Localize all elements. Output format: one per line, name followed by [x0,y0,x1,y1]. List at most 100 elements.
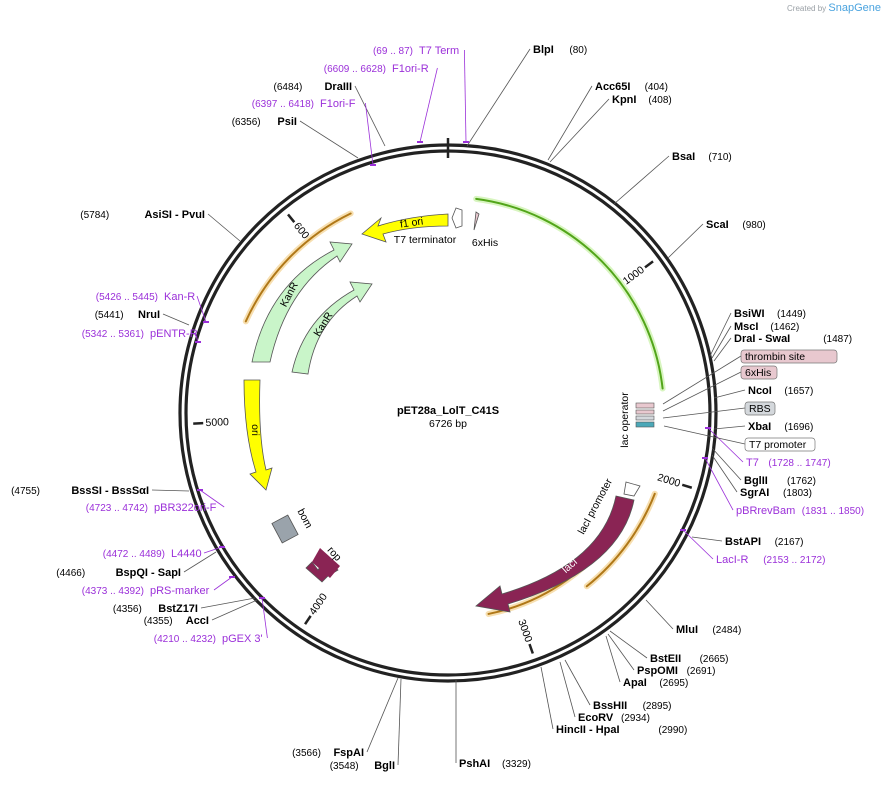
enzyme-site[interactable]: FspAI(3566) [292,678,398,759]
enzyme-position: (408) [648,95,671,106]
t7-terminator-label: T7 terminator [394,234,457,246]
enzyme-position: (2167) [775,537,804,548]
enzyme-name: BglII [744,475,768,487]
enzyme-site[interactable]: BstAPI(2167) [692,536,804,548]
kanr-arrow-inner[interactable] [292,282,372,374]
primer-leader [683,530,713,559]
primer-name: LacI-R [716,554,748,566]
enzyme-site[interactable]: BsaI(710) [614,151,732,204]
enzyme-leader [541,667,553,729]
enzyme-position: (6356) [232,117,261,128]
thrombin-site-box[interactable] [636,403,654,408]
enzyme-position: (5441) [95,310,124,321]
enzyme-leader [355,86,385,146]
enzyme-position: (2895) [643,701,672,712]
enzyme-position: (5784) [80,210,109,221]
tick-mark [305,616,311,624]
his-tag-box[interactable] [636,410,654,414]
primer-position: (5426 .. 5445) [96,292,158,303]
enzyme-name: BspQI - SapI [116,567,181,579]
enzyme-name: NruI [138,309,160,321]
primer-site[interactable]: pENTR-R(5342 .. 5361) [82,328,201,342]
primer-position: (4723 .. 4742) [86,503,148,514]
enzyme-site[interactable]: AsiSI - PvuI (5784) [80,209,240,241]
enzyme-name: FspAI [333,747,364,759]
enzyme-leader [208,214,240,241]
tick-mark [682,485,692,488]
enzyme-leader [606,636,620,682]
feature-callout-text: thrombin site [745,351,805,363]
enzyme-site[interactable]: MluI(2484) [646,600,741,636]
enzyme-leader [710,313,731,356]
bom-box[interactable] [272,515,298,543]
primer-leader [214,577,232,590]
enzyme-name: BlpI [533,44,554,56]
enzyme-site[interactable]: Acc65I (404) [548,81,668,160]
enzyme-name: MluI [676,624,698,636]
feature-callout-text: RBS [749,403,771,415]
enzyme-site[interactable]: NcoI (1657) [714,385,813,398]
enzyme-name: BstEII [650,653,681,665]
enzyme-position: (1449) [777,309,806,320]
enzyme-name: DraI - SwaI [734,333,790,345]
feature-callout[interactable]: RBS [663,402,775,418]
primer-site[interactable]: pRS-marker(4373 .. 4392) [82,577,235,597]
enzyme-name: HincII - HpaI [556,724,620,736]
laci-arrow[interactable] [476,496,634,612]
enzyme-site[interactable]: BstEII(2665) [610,631,729,665]
lac-operator-box[interactable] [636,422,654,427]
primer-site[interactable]: F1ori-F(6397 .. 6418) [252,98,376,165]
t7-terminator-arrow[interactable] [452,208,462,228]
enzyme-name: PshAI [459,758,490,770]
enzyme-site[interactable]: BlpI(80) [467,44,587,146]
tick-mark [645,261,653,267]
enzyme-site[interactable]: ScaI(980) [668,219,766,258]
primer-position: (1728 .. 1747) [768,458,830,469]
enzyme-position: (2691) [687,666,716,677]
enzyme-position: (1657) [784,386,813,397]
enzyme-leader [548,86,592,160]
enzyme-position: (404) [645,82,668,93]
enzyme-site[interactable]: BssSI - BssSαI(4755) [11,485,189,497]
enzyme-leader [163,314,189,325]
enzyme-name: AsiSI - PvuI [144,209,205,221]
primer-position: (69 .. 87) [373,46,413,57]
enzyme-leader [565,660,590,705]
enzyme-position: (1762) [787,476,816,487]
brand-prefix: Created by [787,4,826,13]
enzyme-leader [152,490,189,491]
enzyme-name: Acc65I [595,81,630,93]
enzyme-position: (4755) [11,486,40,497]
laci-promoter-arrow[interactable] [624,482,640,496]
plasmid-name: pET28a_LolT_C41S [397,405,499,417]
enzyme-site[interactable]: KpnI(408) [550,94,672,162]
enzyme-site[interactable]: DraIII(6484) [273,81,385,146]
enzyme-name: NcoI [748,385,772,397]
feature-callout-leader [664,426,745,444]
feature-callout-leader [663,408,745,418]
enzyme-position: (4355) [144,616,173,627]
primer-name: T7 [746,457,759,469]
enzyme-name: AccI [186,615,209,627]
enzyme-leader [692,537,722,541]
enzyme-site[interactable]: NruI (5441) [95,309,189,325]
enzyme-position: (1487) [823,334,852,345]
primer-position: (2153 .. 2172) [763,555,825,566]
enzyme-leader [367,678,398,752]
enzyme-position: (4466) [56,568,85,579]
his-tag-top-marker[interactable] [474,212,479,230]
rbs-box[interactable] [636,416,654,420]
primer-name: pENTR-R [150,328,198,340]
enzyme-site[interactable]: PshAI(3329) [456,680,531,770]
enzyme-site[interactable]: PsiI(6356) [232,116,358,158]
enzyme-site[interactable]: BstZ17I(4356) [113,598,255,615]
primer-site[interactable]: T7 Term(69 .. 87) [373,45,469,142]
enzyme-site[interactable]: XbaI(1696) [714,421,813,433]
primer-name: pGEX 3' [222,633,263,645]
enzyme-leader [212,600,257,620]
feature-callout-text: 6xHis [745,367,771,379]
tick-mark [288,214,294,222]
tick-label: 2000 [656,472,682,490]
